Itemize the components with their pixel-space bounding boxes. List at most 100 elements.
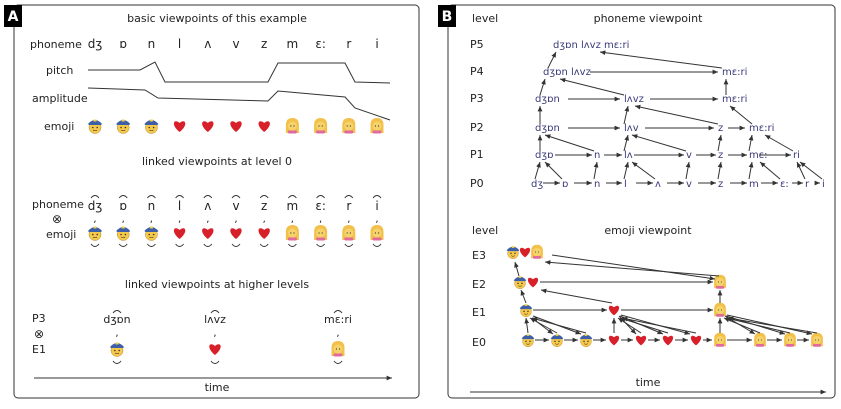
link-comma: ,	[347, 214, 350, 225]
level-header-bottom: level	[472, 224, 498, 237]
linked-phoneme-token: i	[375, 199, 378, 213]
time-label-b: time	[636, 376, 661, 389]
link-arc-bottom	[231, 243, 241, 247]
e1-e0-diag	[620, 314, 691, 335]
link-arc-top	[203, 195, 213, 199]
link-arc-bottom	[203, 243, 213, 247]
p0-up-link	[717, 161, 723, 180]
link-arc-top	[118, 195, 128, 199]
panel-a-letter: A	[8, 9, 19, 25]
emoji-label: emoji	[44, 120, 74, 133]
phoneme-level-label: P0	[470, 177, 484, 190]
linked-phoneme-token: z	[261, 199, 267, 213]
linked-phoneme-token: l	[178, 199, 181, 213]
phoneme-token: ɛ:	[315, 37, 326, 51]
link-arc-top	[316, 195, 325, 199]
phoneme-node: v	[686, 179, 692, 190]
woman-icon	[342, 118, 356, 134]
otimes-symbol-2: ⊗	[34, 327, 44, 341]
p3-up-link	[539, 78, 546, 96]
phoneme-node: v	[686, 150, 692, 161]
phoneme-label: phoneme	[30, 38, 82, 51]
phoneme-node: z	[718, 150, 723, 161]
link-comma: ,	[263, 214, 266, 225]
phoneme-node: lʌv	[624, 123, 639, 134]
phoneme-node: dʒɒ	[535, 150, 553, 161]
phoneme-level-label: P2	[470, 121, 484, 134]
woman-icon	[285, 118, 299, 134]
phoneme-node: lʌvz	[624, 94, 644, 105]
p1-up-link	[631, 134, 687, 152]
higher-arc-top	[210, 310, 220, 314]
e0-woman-icon	[754, 332, 766, 347]
p0-up-link	[759, 161, 781, 180]
linked-woman-icon	[342, 225, 356, 241]
link-arc-top	[288, 195, 297, 199]
phoneme-node: dʒɒn	[535, 123, 560, 134]
p1-up-link	[623, 134, 630, 152]
link-arc-bottom	[344, 243, 354, 247]
phoneme-token: dʒ	[88, 37, 103, 51]
p4-up-link	[599, 50, 723, 69]
phoneme-node: z	[718, 179, 723, 190]
link-comma: ,	[319, 214, 322, 225]
link-comma: ,	[93, 214, 96, 225]
e1-e0-diag	[725, 315, 786, 335]
e1-e0-diag	[726, 314, 813, 336]
emoji-level-label: E2	[472, 278, 486, 291]
p2-up-link	[623, 105, 630, 125]
higher-phoneme-token: lʌvz	[204, 313, 226, 326]
emoji-level-label: E3	[472, 249, 486, 262]
link-comma: ,	[206, 214, 209, 225]
phoneme-node: z	[718, 123, 723, 134]
phoneme-node: dʒɒn	[535, 94, 560, 105]
phoneme-node: ɒ	[562, 179, 568, 190]
phoneme-node: mɛ:ri	[722, 67, 747, 78]
higher-phoneme-token: mɛ:ri	[324, 313, 352, 326]
panel-b-badge	[438, 5, 456, 27]
link-arc-bottom	[372, 243, 382, 247]
e1-up-link	[520, 289, 527, 304]
p0-up-link	[796, 161, 806, 180]
phoneme-node: mɛ:ri	[749, 123, 774, 134]
amplitude-label: amplitude	[32, 92, 88, 105]
linked-phoneme-token: ɛ:	[315, 199, 326, 213]
higher-row: dʒɒn,lʌvz,mɛ:ri,	[103, 310, 352, 364]
phoneme-node: m	[749, 179, 759, 190]
level-header-top: level	[472, 12, 498, 25]
link-arc-top	[344, 195, 354, 199]
link-comma: ,	[122, 214, 125, 225]
higher-woman-icon	[331, 341, 345, 357]
e0-woman-icon	[784, 332, 796, 347]
phoneme-token: i	[375, 37, 378, 51]
p1-up-link	[717, 134, 723, 152]
phoneme-node: ʌ	[655, 179, 661, 190]
e1-e0-diag	[724, 315, 756, 335]
higher-comma: ,	[336, 328, 339, 339]
panel-b-letter: B	[442, 9, 453, 25]
e3-e2-link	[551, 254, 716, 281]
p3-label: P3	[32, 312, 46, 325]
higher-arc-bottom	[210, 360, 220, 364]
phoneme-level-label: P1	[470, 148, 484, 161]
phoneme-node: lʌ	[624, 150, 633, 161]
link-arc-bottom	[90, 243, 100, 247]
emoji-viewpoint-title: emoji viewpoint	[604, 224, 692, 237]
emoji-level-label: E0	[472, 336, 486, 349]
section-basic-title: basic viewpoints of this example	[127, 12, 307, 25]
linked-woman-icon	[285, 225, 299, 241]
phoneme-node: l	[624, 179, 627, 190]
link-arc-top	[259, 195, 269, 199]
p0-up-link	[544, 161, 563, 180]
phoneme-node: ri	[793, 150, 800, 161]
p0-up-link	[623, 161, 630, 180]
phoneme-viewpoint-title: phoneme viewpoint	[594, 12, 703, 25]
phoneme-token: l	[178, 37, 181, 51]
linked-phoneme-token: r	[346, 199, 351, 213]
e1-label: E1	[32, 343, 46, 356]
link-comma: ,	[291, 214, 294, 225]
phoneme-token: z	[261, 37, 267, 51]
